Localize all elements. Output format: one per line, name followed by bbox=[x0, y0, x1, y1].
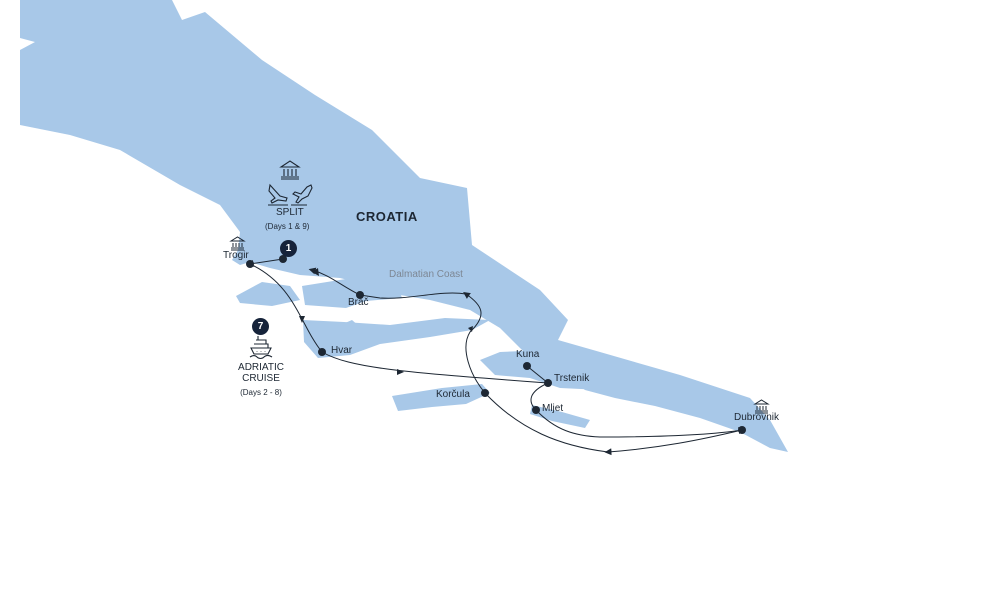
cruise-label-line1: ADRIATIC bbox=[238, 362, 284, 373]
route-trstenik-kuna bbox=[526, 365, 549, 384]
marker-korcula[interactable] bbox=[481, 389, 489, 397]
island-hvar-tip bbox=[338, 320, 360, 333]
stop-label-hvar: Hvar bbox=[331, 345, 353, 356]
airplane-takeoff-icon bbox=[291, 184, 313, 206]
museum-icon bbox=[229, 236, 246, 251]
split-day-badge: 1 bbox=[280, 240, 297, 257]
arrow-trogir-hvar bbox=[299, 316, 305, 323]
route-korcula-north bbox=[463, 292, 486, 394]
stop-label-dubrovnik: Dubrovnik bbox=[734, 412, 780, 423]
marker-brac[interactable] bbox=[356, 291, 364, 299]
stop-label-mljet: Mljet bbox=[542, 403, 564, 414]
mainland-croatia bbox=[20, 0, 788, 452]
ship-icon bbox=[249, 336, 273, 360]
museum-icon bbox=[753, 399, 770, 414]
route-hvar-trstenik bbox=[321, 351, 549, 384]
museum-icon bbox=[279, 160, 301, 180]
split-label: SPLIT bbox=[276, 207, 304, 218]
airplane-landing-icon bbox=[268, 183, 288, 206]
arrow-north bbox=[468, 326, 473, 332]
cruise-label: ADRIATIC CRUISE (Days 2 - 8) bbox=[226, 362, 296, 398]
arrow-brac-trogir bbox=[312, 268, 319, 276]
island-korcula bbox=[392, 384, 490, 411]
island-mljet bbox=[530, 405, 590, 428]
region-label: Dalmatian Coast bbox=[389, 269, 463, 280]
stop-markers bbox=[246, 255, 746, 434]
route-korcula-mid bbox=[484, 392, 609, 453]
route-trogir-split bbox=[246, 258, 284, 267]
stop-label-korcula: Korčula bbox=[436, 389, 470, 400]
marker-mljet[interactable] bbox=[532, 406, 540, 414]
cruise-days-badge: 7 bbox=[252, 318, 269, 335]
route-mljet-dubrovnik bbox=[535, 409, 746, 438]
split-days-label: (Days 1 & 9) bbox=[265, 222, 310, 231]
route-dubrovnik-korcula bbox=[604, 429, 743, 456]
marker-dubrovnik[interactable] bbox=[738, 426, 746, 434]
marker-trstenik[interactable] bbox=[544, 379, 552, 387]
island-brac bbox=[302, 278, 402, 308]
marker-split[interactable] bbox=[279, 255, 287, 263]
island-solta bbox=[236, 282, 300, 306]
stop-label-brac: Brač bbox=[348, 297, 369, 308]
route-brac-loop bbox=[359, 292, 467, 299]
stop-label-trstenik: Trstenik bbox=[554, 373, 590, 384]
stop-label-trogir: Trogir bbox=[223, 250, 249, 261]
cruise-days-label: (Days 2 - 8) bbox=[240, 388, 282, 397]
cruise-label-line2: CRUISE bbox=[242, 373, 280, 384]
route-arrows bbox=[299, 268, 473, 375]
route-trogir-hvar bbox=[249, 263, 323, 353]
marker-hvar[interactable] bbox=[318, 348, 326, 356]
country-label: CROATIA bbox=[356, 209, 418, 224]
arrow-hvar-trstenik bbox=[397, 369, 404, 375]
marker-trogir[interactable] bbox=[246, 260, 254, 268]
marker-kuna[interactable] bbox=[523, 362, 531, 370]
peninsula-peljesac bbox=[480, 350, 602, 390]
stop-label-kuna: Kuna bbox=[516, 349, 540, 360]
